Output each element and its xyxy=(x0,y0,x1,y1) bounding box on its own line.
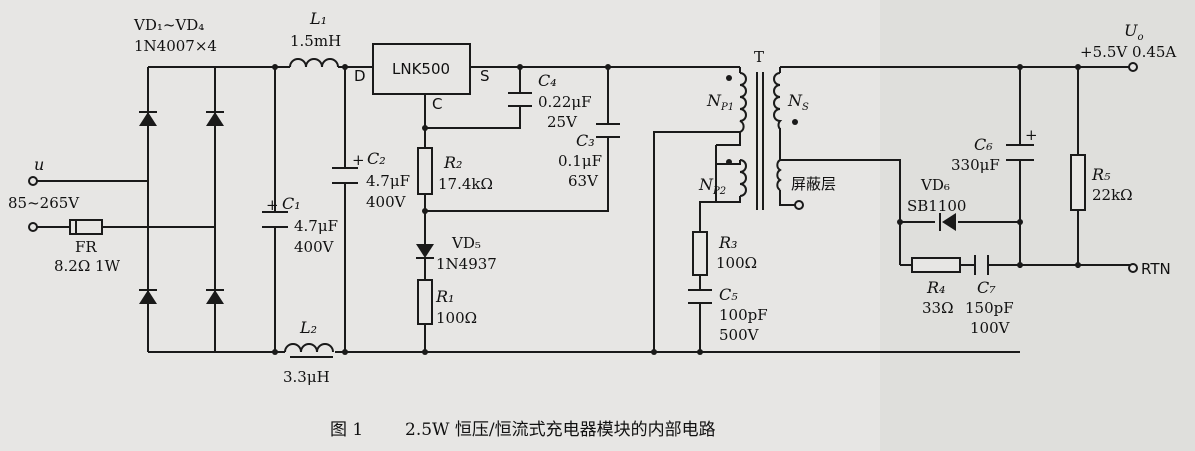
c2-ref: C₂ xyxy=(367,149,386,168)
c5-voltage: 500V xyxy=(719,326,760,344)
bridge-part: 1N4007×4 xyxy=(134,37,217,55)
input-terminal-u xyxy=(28,176,38,186)
output-label: Uo xyxy=(1124,21,1144,43)
r4-ref: R₄ xyxy=(926,278,945,297)
capacitor-c7 xyxy=(974,255,989,275)
np1-label: NP1 xyxy=(706,91,734,113)
c1-voltage: 400V xyxy=(294,238,335,256)
diode-vd1 xyxy=(139,111,157,126)
figure-number: 图 1 xyxy=(330,420,363,440)
c3-value: 0.1μF xyxy=(558,152,602,170)
c5-ref: C₅ xyxy=(719,285,738,304)
c5-value: 100pF xyxy=(719,306,768,324)
c4-voltage: 25V xyxy=(547,113,578,131)
labels: VD₁~VD₄ 1N4007×4 L₁ 1.5mH L₂ 3.3μH u 85~… xyxy=(8,9,1176,386)
l1-ref: L₁ xyxy=(309,9,327,28)
r3-ref: R₃ xyxy=(718,233,737,252)
capacitor-c2 xyxy=(332,167,358,184)
np2-label: NP2 xyxy=(698,175,726,197)
c2-plus: + xyxy=(352,151,365,169)
diode-vd5 xyxy=(416,236,434,266)
r1-ref: R₁ xyxy=(435,287,454,306)
fuse-ref: FR xyxy=(75,238,97,256)
r1-value: 100Ω xyxy=(436,309,477,327)
output-spec: +5.5V 0.45A xyxy=(1080,43,1176,61)
capacitor-c4 xyxy=(508,92,532,107)
capacitor-c5 xyxy=(688,289,712,320)
input-label: u xyxy=(34,155,44,174)
ic-pin-c: C xyxy=(432,95,442,113)
shield-terminal xyxy=(794,200,804,210)
ic-lnk500 xyxy=(372,43,471,95)
diode-vd6 xyxy=(939,213,956,231)
diode-vd4 xyxy=(206,289,224,304)
resistor-r1 xyxy=(417,279,433,325)
vd6-ref: VD₆ xyxy=(920,176,950,194)
fuse-value: 8.2Ω 1W xyxy=(54,257,121,275)
capacitor-c1 xyxy=(262,211,288,228)
c6-ref: C₆ xyxy=(974,135,993,154)
c7-ref: C₇ xyxy=(977,278,996,297)
l1-value: 1.5mH xyxy=(290,32,341,50)
output-return: RTN xyxy=(1141,260,1171,278)
c1-value: 4.7μF xyxy=(294,217,338,235)
ic-pin-d: D xyxy=(354,67,366,85)
resistor-r3 xyxy=(692,231,708,276)
r4-value: 33Ω xyxy=(922,299,954,317)
c7-voltage: 100V xyxy=(970,319,1011,337)
r5-value: 22kΩ xyxy=(1092,186,1133,204)
background-bleed-text xyxy=(880,0,1195,451)
c3-ref: C₃ xyxy=(576,131,595,150)
bridge-ref: VD₁~VD₄ xyxy=(133,16,204,34)
output-terminal-uo xyxy=(1128,62,1138,72)
inductor-l1 xyxy=(289,58,339,68)
bridge-rectifier xyxy=(139,111,224,304)
junction-dots xyxy=(272,64,1081,355)
resistor-r2 xyxy=(417,147,433,195)
capacitor-c6 xyxy=(1006,144,1034,161)
ic-part: LNK500 xyxy=(392,60,450,78)
r2-ref: R₂ xyxy=(443,153,462,172)
terminals xyxy=(28,62,1138,273)
transformer-ref: T xyxy=(754,48,764,66)
figure-caption: 图 1 2.5W 恒压/恒流式充电器模块的内部电路 xyxy=(330,420,716,440)
vd5-ref: VD₅ xyxy=(451,234,481,252)
shield-label: 屏蔽层 xyxy=(791,175,836,193)
capacitor-c3 xyxy=(596,123,620,138)
fuse-fr xyxy=(69,219,103,235)
ic-pin-s: S xyxy=(480,67,490,85)
diode-vd3 xyxy=(139,289,157,304)
c1-ref: C₁ xyxy=(282,194,301,213)
resistor-r4 xyxy=(911,257,961,273)
resistor-r5 xyxy=(1070,154,1086,211)
c7-value: 150pF xyxy=(965,299,1014,317)
r3-value: 100Ω xyxy=(716,254,757,272)
inductor-l2 xyxy=(284,343,334,358)
c3-voltage: 63V xyxy=(568,172,599,190)
c6-plus: + xyxy=(1025,126,1038,144)
c4-value: 0.22μF xyxy=(538,93,592,111)
input-terminal-fr xyxy=(28,222,38,232)
figure-title: 2.5W 恒压/恒流式充电器模块的内部电路 xyxy=(405,420,716,440)
c2-voltage: 400V xyxy=(366,193,407,211)
ns-label: NS xyxy=(787,91,809,113)
diode-vd2 xyxy=(206,111,224,126)
transformer-t xyxy=(715,72,798,210)
input-voltage: 85~265V xyxy=(8,194,80,212)
vd6-part: SB1100 xyxy=(907,197,966,215)
c1-plus: + xyxy=(266,196,279,214)
c2-value: 4.7μF xyxy=(366,172,410,190)
output-terminal-rtn xyxy=(1128,263,1138,273)
r5-ref: R₅ xyxy=(1091,165,1111,184)
r2-value: 17.4kΩ xyxy=(438,175,493,193)
c4-ref: C₄ xyxy=(538,71,557,90)
l2-ref: L₂ xyxy=(299,318,317,337)
vd5-part: 1N4937 xyxy=(436,255,497,273)
c6-value: 330μF xyxy=(951,156,1000,174)
l2-value: 3.3μH xyxy=(283,368,330,386)
